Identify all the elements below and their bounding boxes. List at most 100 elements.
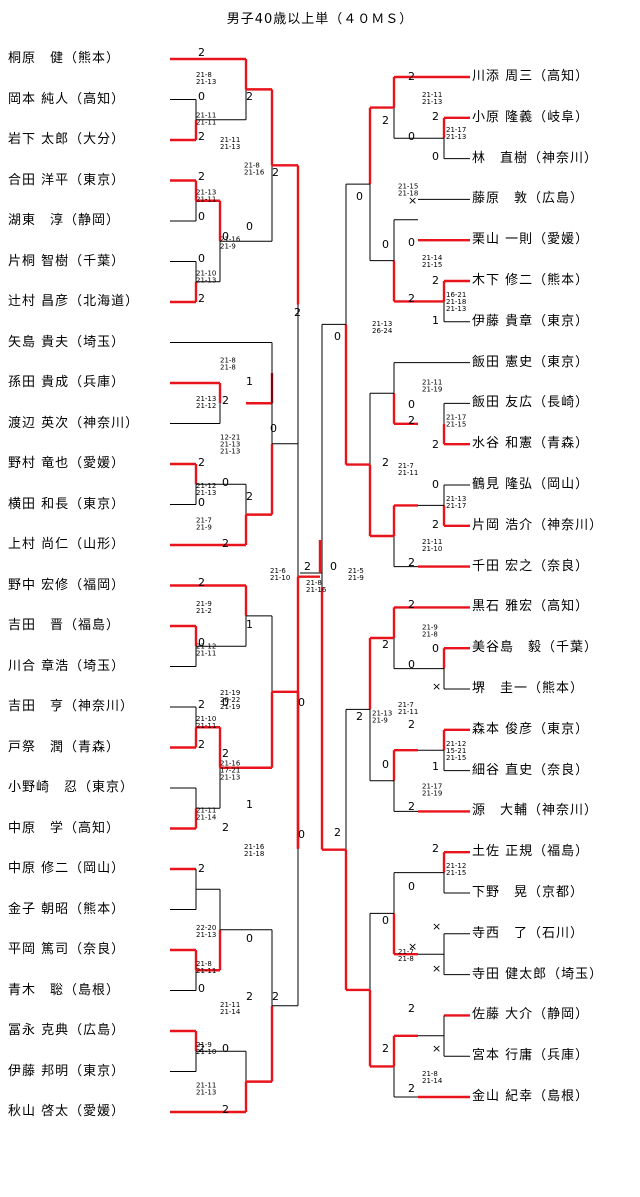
game-score: 21-11 xyxy=(422,379,442,387)
round-result-left: 2 xyxy=(272,990,279,1003)
round-result-right: × xyxy=(432,680,441,693)
player-right-2: 小原 隆義（岐阜） xyxy=(472,109,590,125)
game-score: 21-15 xyxy=(422,261,442,269)
player-left-18: 戸祭 潤（青森） xyxy=(8,739,121,755)
game-score: 21-9 xyxy=(422,623,438,631)
round-result-left: 0 xyxy=(198,636,205,649)
player-right-26: 金山 紀幸（島根） xyxy=(472,1089,590,1104)
player-left-2: 岡本 純人（高知） xyxy=(8,91,126,107)
round-result-left: 0 xyxy=(198,210,205,223)
game-score: 21-18 xyxy=(446,298,466,306)
round-result-left: 2 xyxy=(198,46,205,59)
round-result-right: 2 xyxy=(304,560,311,573)
game-score: 21-13 xyxy=(372,709,392,717)
round-result-right: 2 xyxy=(382,1042,389,1055)
game-score: 21-15 xyxy=(446,754,466,762)
game-score: 21-7 xyxy=(398,462,414,470)
round-result-right: 2 xyxy=(356,710,363,723)
game-score: 21-10 xyxy=(422,545,442,553)
round-result-right: × xyxy=(432,1042,441,1055)
round-result-left: 2 xyxy=(198,170,205,183)
game-score: 21-16 xyxy=(306,586,327,594)
game-score: 21-13 xyxy=(196,78,216,86)
player-left-22: 金子 朝昭（熊本） xyxy=(8,901,126,917)
game-score: 21-13 xyxy=(372,320,392,328)
round-result-left: 2 xyxy=(222,821,229,834)
game-score: 21-13 xyxy=(220,143,240,151)
round-result-left: 0 xyxy=(298,828,305,841)
round-result-left: 2 xyxy=(246,490,253,503)
player-left-6: 片桐 智樹（千葉） xyxy=(8,253,126,269)
round-result-right: 2 xyxy=(408,1002,415,1015)
game-score: 21-8 xyxy=(422,1070,438,1078)
round-result-right: 0 xyxy=(408,130,415,143)
round-result-right: 2 xyxy=(382,456,389,469)
round-result-right: 0 xyxy=(408,398,415,411)
round-result-right: 0 xyxy=(408,236,415,249)
game-score: 15-21 xyxy=(446,747,466,755)
game-score: 21-11 xyxy=(196,1082,216,1090)
player-right-8: 飯田 憲史（東京） xyxy=(472,354,590,370)
player-right-15: 美谷島 毅（千葉） xyxy=(472,640,599,656)
round-result-left: 0 xyxy=(246,932,253,945)
player-right-10: 水谷 和憲（青森） xyxy=(472,436,590,452)
round-result-right: 0 xyxy=(432,642,439,655)
player-right-25: 宮本 行庸（兵庫） xyxy=(472,1048,590,1064)
player-left-10: 渡辺 英次（神奈川） xyxy=(8,415,140,431)
round-result-right: 2 xyxy=(408,414,415,427)
round-result-right: 2 xyxy=(334,826,341,839)
player-left-19: 小野崎 忍（東京） xyxy=(8,780,135,795)
round-result-right: 0 xyxy=(432,150,439,163)
round-result-left: 2 xyxy=(198,862,205,875)
game-score: 20-22 xyxy=(220,696,240,704)
player-right-20: 土佐 正規（福島） xyxy=(472,844,590,860)
round-result-right: × xyxy=(432,920,441,933)
game-score: 21-7 xyxy=(196,517,212,525)
game-score: 21-8 xyxy=(220,364,236,372)
player-left-3: 岩下 太郎（大分） xyxy=(8,132,126,147)
player-right-16: 堺 圭一（熊本） xyxy=(472,681,585,696)
player-right-21: 下野 晃（京都） xyxy=(472,885,585,900)
round-result-left: 2 xyxy=(198,698,205,711)
game-score: 21-15 xyxy=(398,183,418,191)
game-score: 21-11 xyxy=(398,469,418,477)
game-score: 21-13 xyxy=(446,305,466,313)
player-right-5: 栗山 一則（愛媛） xyxy=(472,232,590,248)
round-result-left: 1 xyxy=(246,618,253,631)
player-right-11: 鶴見 隆弘（岡山） xyxy=(472,477,590,492)
game-score: 21-18 xyxy=(244,850,264,858)
round-result-right: 2 xyxy=(432,438,439,451)
game-score: 21-11 xyxy=(196,807,216,815)
round-result-right: 2 xyxy=(432,842,439,855)
player-right-22: 寺西 了（石川） xyxy=(472,925,585,941)
player-left-17: 吉田 亨（神奈川） xyxy=(8,699,135,714)
game-score: 12-21 xyxy=(220,434,240,442)
round-result-right: × xyxy=(432,962,441,975)
player-left-14: 野中 宏修（福岡） xyxy=(8,577,126,593)
game-score: 21-8 xyxy=(196,960,212,968)
player-right-18: 細谷 直史（奈良） xyxy=(472,762,590,778)
game-score: 21-17 xyxy=(422,783,442,791)
game-score: 21-14 xyxy=(196,814,217,822)
player-left-15: 吉田 晋（福島） xyxy=(8,618,121,633)
round-result-left: 0 xyxy=(222,1042,229,1055)
round-result-right: 2 xyxy=(408,70,415,83)
game-score: 21-13 xyxy=(196,489,216,497)
game-score: 21-19 xyxy=(220,703,240,711)
player-left-1: 桐原 健（熊本） xyxy=(8,51,121,66)
player-right-14: 黒石 雅宏（高知） xyxy=(472,599,590,615)
game-score: 21-11 xyxy=(220,1001,240,1009)
game-score: 21-8 xyxy=(196,71,212,79)
game-score: 21-8 xyxy=(220,357,236,365)
round-result-right: 0 xyxy=(382,758,389,771)
game-score: 21-17 xyxy=(446,502,466,510)
round-result-right: 2 xyxy=(432,274,439,287)
game-score: 21-12 xyxy=(196,402,216,410)
game-score: 17-21 xyxy=(220,767,240,775)
game-score: 21-11 xyxy=(196,722,216,730)
round-result-left: 2 xyxy=(294,306,301,319)
round-result-right: 2 xyxy=(432,518,439,531)
player-left-26: 伊藤 邦明（東京） xyxy=(8,1063,126,1079)
game-score: 21-13 xyxy=(220,774,240,782)
